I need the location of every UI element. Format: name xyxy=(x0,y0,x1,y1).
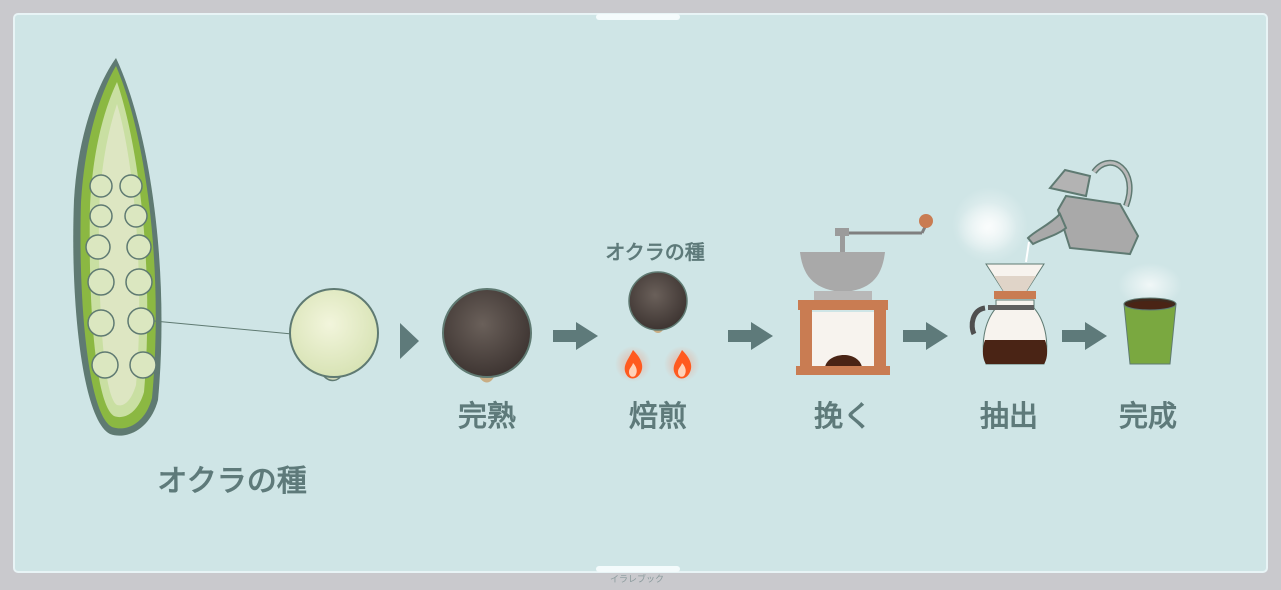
flame-icon xyxy=(615,346,651,382)
flame-icon xyxy=(664,346,700,382)
step-ripe-label: 完熟 xyxy=(458,393,516,435)
step-done-label: 完成 xyxy=(1119,393,1177,435)
step-grind-label: 挽く xyxy=(814,393,872,435)
step-roast-label: 焙煎 xyxy=(629,393,687,435)
step-brew-label: 抽出 xyxy=(980,393,1038,435)
okra-seed-main-label: オクラの種 xyxy=(157,456,306,500)
credit-label: イラレブック xyxy=(610,572,664,585)
roast-caption-label: オクラの種 xyxy=(605,236,705,265)
frame-highlight-top xyxy=(596,14,680,20)
